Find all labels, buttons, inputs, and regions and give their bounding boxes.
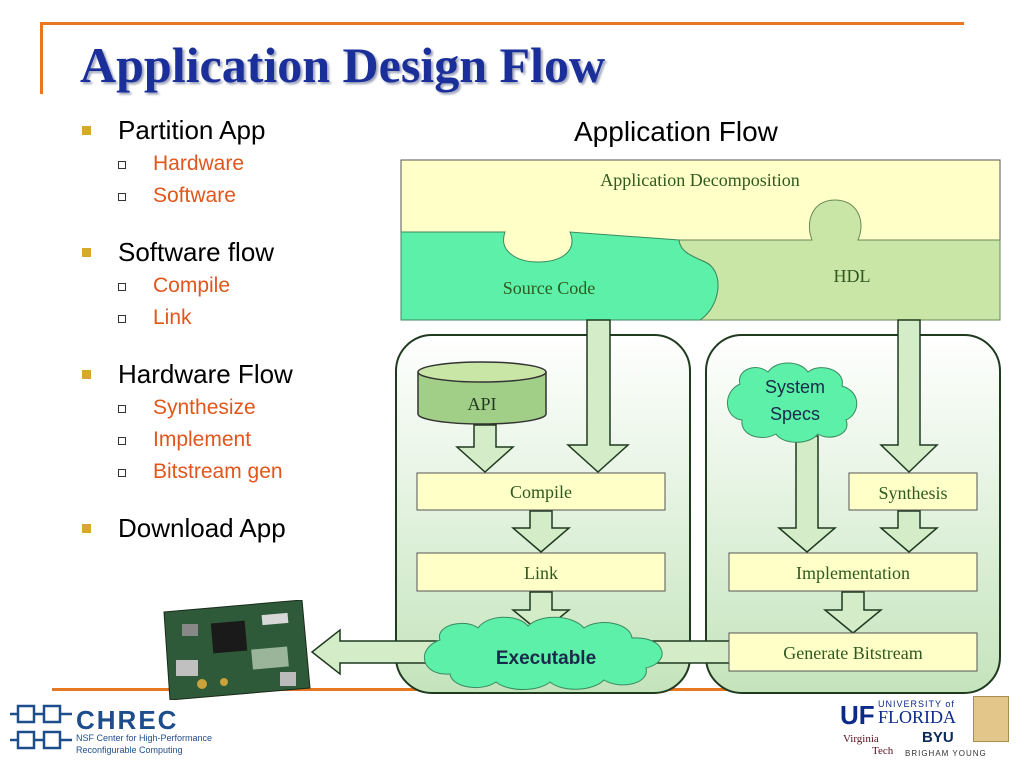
implementation-label: Implementation	[796, 563, 910, 583]
sub-bullet-synthesize: Synthesize	[82, 392, 382, 424]
link-label: Link	[524, 563, 558, 583]
byu-logo-fullname: BRIGHAM YOUNG	[905, 749, 987, 758]
system-specs-label-line2: Specs	[770, 404, 820, 424]
uf-logo-mark: UF	[840, 700, 875, 730]
sub-bullet-link: Link	[82, 302, 382, 334]
bullet-list: Partition App Hardware Software Software…	[82, 112, 382, 546]
implementation-box	[728, 552, 978, 592]
sub-bullet-box-icon	[118, 469, 126, 477]
bullet-partition-app: Partition App	[82, 112, 382, 148]
api-database-top	[417, 361, 547, 383]
compile-box	[416, 472, 666, 511]
bullet-hardware-flow: Hardware Flow	[82, 356, 382, 392]
sub-bullet-box-icon	[118, 437, 126, 445]
virginia-tech-logo-line1: Virginia	[843, 733, 879, 745]
hdl-label: HDL	[834, 266, 871, 286]
chrec-wordmark: CHREC	[76, 705, 179, 735]
system-specs-label-line1: System	[765, 377, 825, 397]
system-specs-cloud	[727, 362, 858, 443]
byu-logo: BYU	[922, 729, 954, 746]
arrow-api-to-compile	[455, 424, 515, 474]
link-box	[416, 552, 666, 592]
compile-label: Compile	[510, 482, 572, 502]
executable-label: Executable	[496, 648, 596, 669]
chrec-subtitle-2: Reconfigurable Computing	[76, 745, 183, 755]
virginia-tech-logo-line2: Tech	[872, 745, 894, 757]
generate-bitstream-box	[728, 632, 978, 672]
synthesis-label: Synthesis	[878, 483, 947, 503]
bullet-software-flow: Software flow	[82, 234, 382, 270]
chrec-logo	[10, 704, 72, 750]
diagram-title: Application Flow	[574, 116, 778, 147]
source-code-puzzle-piece	[400, 231, 719, 321]
george-washington-logo	[973, 696, 1009, 742]
sub-bullet-compile: Compile	[82, 270, 382, 302]
bullet-square-icon	[82, 248, 91, 257]
fpga-board-image	[163, 600, 311, 700]
arrow-implementation-to-bitstream	[822, 591, 884, 634]
uf-logo-university: UNIVERSITY of	[878, 699, 955, 709]
bullet-square-icon	[82, 370, 91, 379]
sub-bullet-implement: Implement	[82, 424, 382, 456]
api-label: API	[467, 394, 496, 414]
arrow-source-to-compile	[566, 319, 630, 474]
executable-cloud	[424, 616, 663, 690]
chrec-subtitle-1: NSF Center for High-Performance	[76, 733, 213, 743]
api-database	[417, 372, 547, 425]
sub-bullet-bitstream-gen: Bitstream gen	[82, 456, 382, 488]
generate-bitstream-label: Generate Bitstream	[783, 643, 922, 663]
source-code-label: Source Code	[503, 278, 595, 298]
frame-top-rule	[40, 22, 964, 25]
frame-left-rule	[40, 22, 43, 94]
sub-bullet-box-icon	[118, 193, 126, 201]
bullet-square-icon	[82, 524, 91, 533]
arrow-specs-to-implementation	[776, 435, 838, 553]
sub-bullet-box-icon	[118, 405, 126, 413]
slide-title: Application Design Flow	[80, 37, 606, 93]
sub-bullet-software: Software	[82, 180, 382, 212]
application-decomposition-label: Application Decomposition	[600, 170, 799, 190]
arrow-hdl-to-synthesis	[879, 319, 939, 474]
sub-bullet-hardware: Hardware	[82, 148, 382, 180]
sub-bullet-box-icon	[118, 161, 126, 169]
arrow-synthesis-to-implementation	[878, 510, 940, 553]
bullet-square-icon	[82, 126, 91, 135]
sub-bullet-box-icon	[118, 315, 126, 323]
sub-bullet-box-icon	[118, 283, 126, 291]
synthesis-box	[848, 472, 978, 511]
bullet-download-app: Download App	[82, 510, 382, 546]
arrow-compile-to-link	[510, 510, 572, 553]
uf-logo-florida: FLORIDA	[878, 707, 957, 727]
